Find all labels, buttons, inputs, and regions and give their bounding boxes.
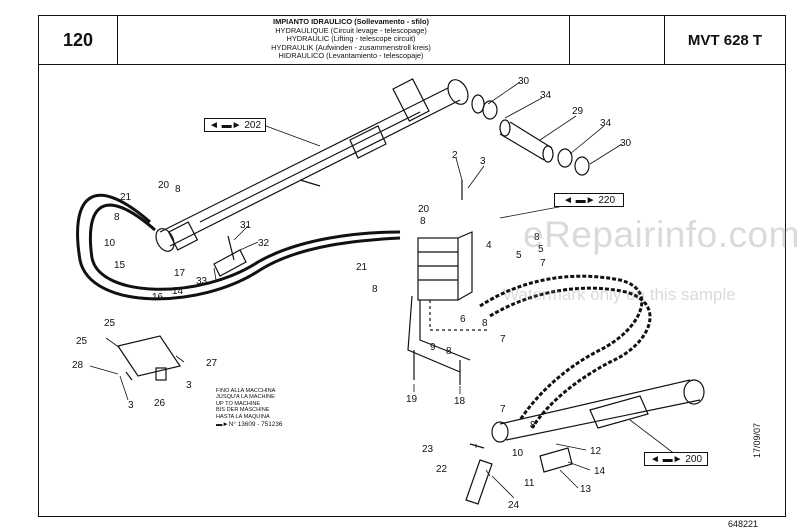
label-28: 28 bbox=[72, 360, 84, 371]
label-23: 23 bbox=[422, 444, 434, 455]
reference-box-202[interactable]: ◄ ▬► 202 bbox=[204, 118, 266, 132]
label-17: 17 bbox=[174, 268, 186, 279]
label-8-valve2: 8 bbox=[372, 284, 378, 295]
label-21-valve: 21 bbox=[356, 262, 368, 273]
control-valve bbox=[407, 180, 490, 385]
right-hoses bbox=[479, 274, 652, 429]
lift-cylinder bbox=[155, 78, 469, 252]
watermark-text: Watermark only on this sample bbox=[503, 285, 736, 304]
label-20-valve: 20 bbox=[418, 204, 430, 215]
label-9: 9 bbox=[430, 342, 436, 353]
label-13: 13 bbox=[580, 484, 592, 495]
bracket-25 bbox=[117, 335, 181, 381]
note-line-de: BIS DER MASCHINE bbox=[216, 407, 270, 414]
label-34-top: 34 bbox=[540, 90, 552, 101]
label-24: 24 bbox=[508, 500, 520, 511]
label-7-mid: 7 bbox=[500, 334, 506, 345]
reference-box-220[interactable]: ◄ ▬► 220 bbox=[554, 193, 624, 207]
label-30-bottom: 30 bbox=[620, 138, 632, 149]
drawing-sheet: 120 IMPIANTO IDRAULICO (Sollevamento - s… bbox=[38, 15, 786, 517]
label-4: 4 bbox=[486, 240, 492, 251]
label-21-left: 21 bbox=[120, 192, 132, 203]
label-7-low: 7 bbox=[500, 404, 506, 415]
label-5b: 5 bbox=[538, 244, 544, 255]
label-7-right: 7 bbox=[540, 258, 546, 269]
pin-33 bbox=[213, 235, 247, 277]
document-number: 648221 bbox=[728, 519, 759, 529]
label-20-left: 20 bbox=[158, 180, 170, 191]
left-hoses bbox=[76, 193, 401, 301]
header: 120 IMPIANTO IDRAULICO (Sollevamento - s… bbox=[39, 16, 785, 65]
label-3: 3 bbox=[480, 156, 486, 167]
title-en: HYDRAULIC (Lifting - telescope circuit) bbox=[286, 34, 416, 44]
tilt-cylinder bbox=[491, 379, 705, 473]
note-line-es: HASTA LA MAQUINA bbox=[216, 413, 270, 420]
title-fr: HYDRAULIQUE (Circuit levage - telescopag… bbox=[275, 25, 427, 35]
label-25-left: 25 bbox=[76, 336, 88, 347]
label-31: 31 bbox=[240, 220, 252, 231]
watermark-site: eRepairinfo.com bbox=[523, 214, 800, 255]
label-5a: 5 bbox=[516, 250, 522, 261]
label-16: 16 bbox=[152, 292, 164, 303]
label-3-bracket: 3 bbox=[186, 380, 192, 391]
model-name: MVT 628 T bbox=[664, 16, 785, 64]
part-labels: 30 34 29 34 30 2 3 20 8 21 8 10 15 17 14… bbox=[72, 76, 632, 511]
pin-22 bbox=[465, 443, 493, 505]
note-line-it: FINO ALLA MACCHINA bbox=[216, 388, 276, 394]
label-8-left: 8 bbox=[175, 184, 181, 195]
label-10-left: 10 bbox=[104, 238, 116, 249]
side-date: 17/09/07 bbox=[752, 422, 762, 458]
label-11: 11 bbox=[524, 478, 535, 489]
label-8-right: 8 bbox=[534, 232, 540, 243]
label-22: 22 bbox=[436, 464, 448, 475]
label-14-right: 14 bbox=[594, 466, 606, 477]
label-8-low2: 8 bbox=[530, 420, 536, 431]
pin-29 bbox=[471, 94, 590, 176]
title-es: HIDRAULICO (Levantamiento - telescopaje) bbox=[278, 51, 424, 61]
label-30-top: 30 bbox=[518, 76, 530, 87]
label-10-right: 10 bbox=[512, 448, 524, 459]
label-8-low: 8 bbox=[446, 346, 452, 357]
title-it: IMPIANTO IDRAULICO (Sollevamento - sfilo… bbox=[273, 17, 429, 26]
label-26: 26 bbox=[154, 398, 166, 409]
label-34-bottom: 34 bbox=[600, 118, 612, 129]
label-8-valve: 8 bbox=[420, 216, 426, 227]
label-27: 27 bbox=[206, 358, 218, 369]
label-6: 6 bbox=[460, 314, 466, 325]
label-3-low: 3 bbox=[128, 400, 134, 411]
serial-note: FINO ALLA MACCHINA JUSQU'A LA MACHINE UP… bbox=[216, 388, 306, 428]
note-serial: ▬►N° 13609 - 751236 bbox=[216, 421, 283, 429]
label-8-mid: 8 bbox=[482, 318, 488, 329]
label-33: 33 bbox=[196, 276, 208, 287]
header-divider bbox=[569, 16, 570, 64]
label-8-left2: 8 bbox=[114, 212, 120, 223]
label-32: 32 bbox=[258, 238, 270, 249]
header-titles: IMPIANTO IDRAULICO (Sollevamento - sfilo… bbox=[231, 17, 471, 61]
label-15: 15 bbox=[114, 260, 126, 271]
title-de: HYDRAULIK (Aufwinden - zusammenstroll kr… bbox=[271, 42, 431, 52]
label-12: 12 bbox=[590, 446, 602, 457]
page-number: 120 bbox=[39, 16, 118, 64]
label-18: 18 bbox=[454, 396, 466, 407]
reference-box-200[interactable]: ◄ ▬► 200 bbox=[644, 452, 708, 466]
label-25-top: 25 bbox=[104, 318, 116, 329]
label-14-left: 14 bbox=[172, 286, 184, 297]
note-line-fr: JUSQU'A LA MACHINE bbox=[216, 394, 275, 401]
label-19: 19 bbox=[406, 394, 418, 405]
note-line-en: UP TO MACHINE bbox=[216, 400, 261, 407]
label-29: 29 bbox=[572, 106, 584, 117]
label-2: 2 bbox=[452, 150, 458, 161]
